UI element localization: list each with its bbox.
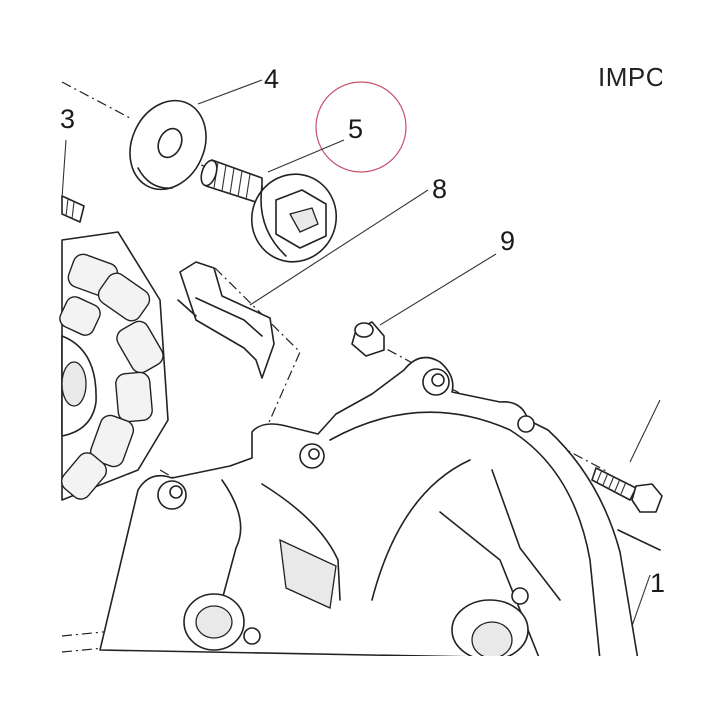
part-9-dowel	[351, 321, 385, 357]
callout-label-5: 5	[348, 114, 364, 144]
part-4-washer	[129, 99, 207, 191]
callout-label-9: 9	[500, 226, 516, 256]
part-5-bolt	[200, 159, 338, 263]
stator-assembly	[59, 231, 169, 501]
callout-label-4: 4	[264, 64, 280, 94]
page-heading-fragment: IMPC	[598, 62, 662, 92]
callout-label-1: 1	[650, 568, 666, 598]
part-1-bolt	[591, 467, 663, 513]
callout-5-highlight-ring	[315, 81, 407, 173]
part-8-clip	[177, 261, 275, 379]
generator-cover	[99, 356, 640, 664]
part-3-stud	[61, 195, 85, 223]
callout-label-8: 8	[432, 174, 448, 204]
callout-label-3: 3	[60, 104, 76, 134]
